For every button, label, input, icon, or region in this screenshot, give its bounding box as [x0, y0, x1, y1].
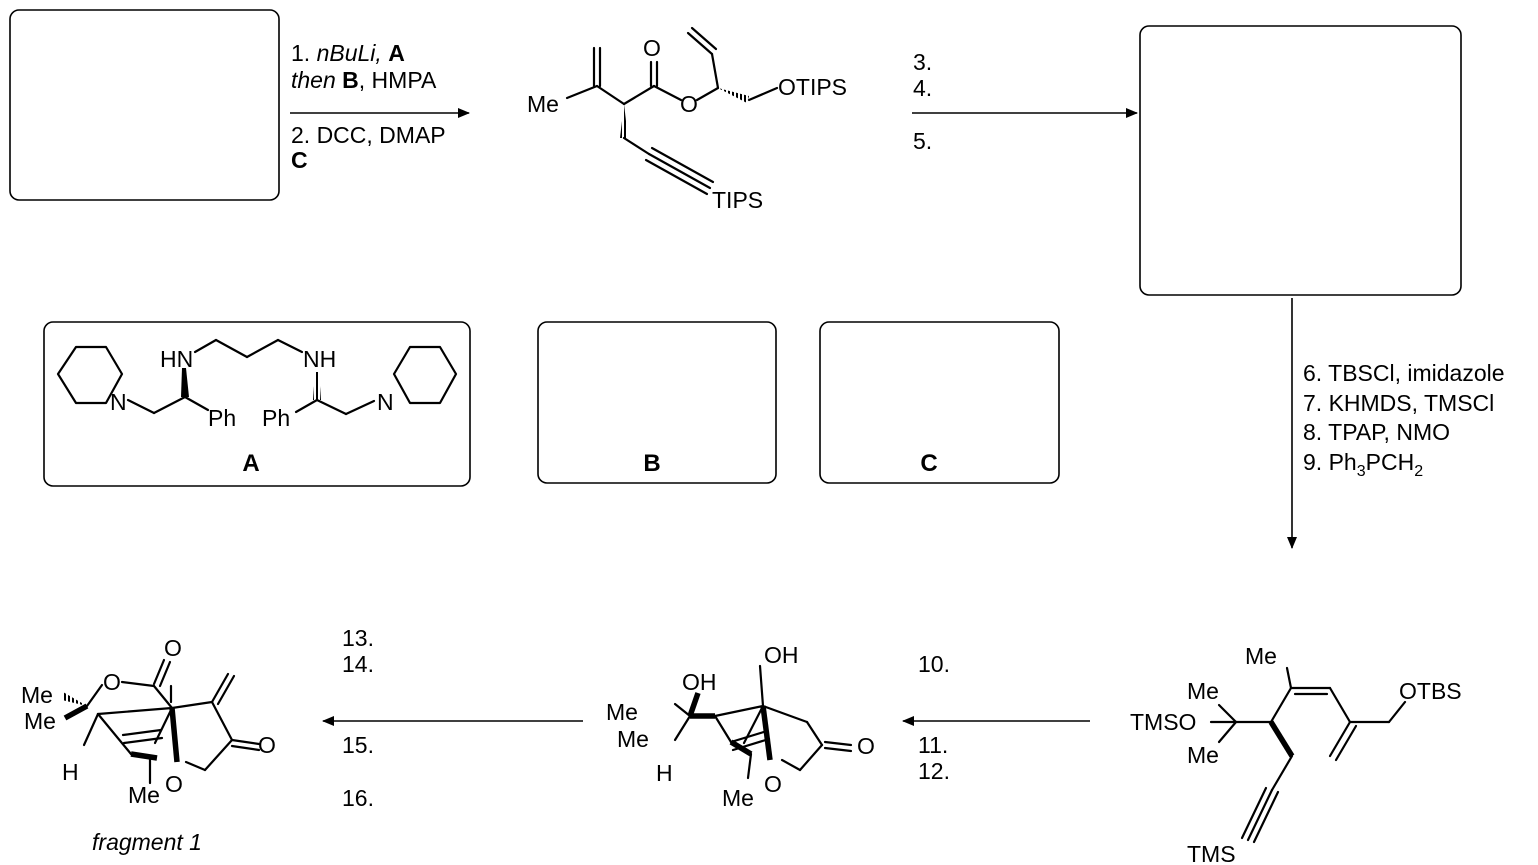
condition-step-2: 2. DCC, DMAP [291, 122, 446, 148]
condition-step-8: 8. TPAP, NMO [1303, 419, 1450, 445]
svg-text:O: O [164, 635, 182, 661]
svg-text:O: O [680, 91, 698, 117]
svg-text:Me: Me [722, 785, 754, 811]
svg-text:OTIPS: OTIPS [778, 74, 847, 100]
svg-text:N: N [377, 389, 394, 415]
fragment-1-label: fragment 1 [92, 829, 202, 855]
condition-step-13: 13. [342, 625, 374, 651]
condition-step-4: 4. [913, 75, 932, 101]
svg-text:Me: Me [21, 682, 53, 708]
condition-step-9: 9. Ph3PCH2 [1303, 449, 1423, 480]
fragment-1-structure: Me Me O O O O Me H [21, 635, 276, 808]
condition-step-5: 5. [913, 128, 932, 154]
svg-text:OH: OH [764, 642, 799, 668]
svg-text:H: H [62, 759, 79, 785]
svg-text:Me: Me [606, 699, 638, 725]
condition-step-15: 15. [342, 732, 374, 758]
condition-step-6: 6. TBSCl, imidazole [1303, 360, 1505, 386]
svg-text:Me: Me [128, 782, 160, 808]
tricyclic-diol: OH OH Me Me O O Me H [606, 642, 875, 811]
reagent-a-box [43, 321, 471, 487]
svg-text:Me: Me [1245, 643, 1277, 669]
condition-step-2b: C [291, 147, 308, 173]
svg-text:OH: OH [682, 669, 717, 695]
svg-text:Me: Me [527, 91, 559, 117]
reagent-c-label: C [920, 450, 937, 477]
svg-text:Ph: Ph [208, 405, 236, 431]
reagent-a-label: A [242, 450, 259, 477]
reagent-b-box [537, 321, 777, 484]
intermediate-box [1139, 25, 1462, 296]
svg-text:TMSO: TMSO [1130, 709, 1196, 735]
condition-step-16: 16. [342, 785, 374, 811]
svg-text:H: H [656, 760, 673, 786]
condition-step-3: 3. [913, 49, 932, 75]
svg-text:Me: Me [617, 726, 649, 752]
svg-text:Me: Me [1187, 678, 1219, 704]
svg-text:Me: Me [24, 708, 56, 734]
svg-text:TMS: TMS [1187, 841, 1236, 865]
ester-intermediate: Me O O OTIPS TIPS [527, 26, 847, 213]
svg-text:O: O [764, 771, 782, 797]
condition-step-11: 11. [918, 732, 948, 758]
svg-text:O: O [643, 35, 661, 61]
reagent-b-label: B [643, 450, 660, 477]
svg-text:Ph: Ph [262, 405, 290, 431]
condition-step-7: 7. KHMDS, TMSCl [1303, 390, 1494, 416]
svg-text:N: N [110, 389, 127, 415]
starting-material-box [9, 9, 280, 201]
svg-text:O: O [165, 771, 183, 797]
condition-step-1: 1. nBuLi, A [291, 40, 405, 66]
condition-step-12: 12. [918, 758, 950, 784]
svg-text:O: O [258, 732, 276, 758]
diene-intermediate: Me Me TMSO Me OTBS TMS [1130, 643, 1462, 865]
condition-step-14: 14. [342, 651, 374, 677]
svg-text:O: O [103, 669, 121, 695]
svg-text:NH: NH [303, 346, 336, 372]
reagent-a-structure: HN NH N N Ph Ph [56, 338, 458, 431]
svg-text:Me: Me [1187, 742, 1219, 768]
condition-step-10: 10. [918, 651, 950, 677]
svg-text:HN: HN [160, 346, 193, 372]
svg-text:TIPS: TIPS [712, 187, 763, 213]
svg-text:O: O [857, 733, 875, 759]
reagent-c-box [819, 321, 1060, 484]
condition-step-1b: then B, HMPA [291, 67, 437, 93]
svg-text:OTBS: OTBS [1399, 678, 1462, 704]
